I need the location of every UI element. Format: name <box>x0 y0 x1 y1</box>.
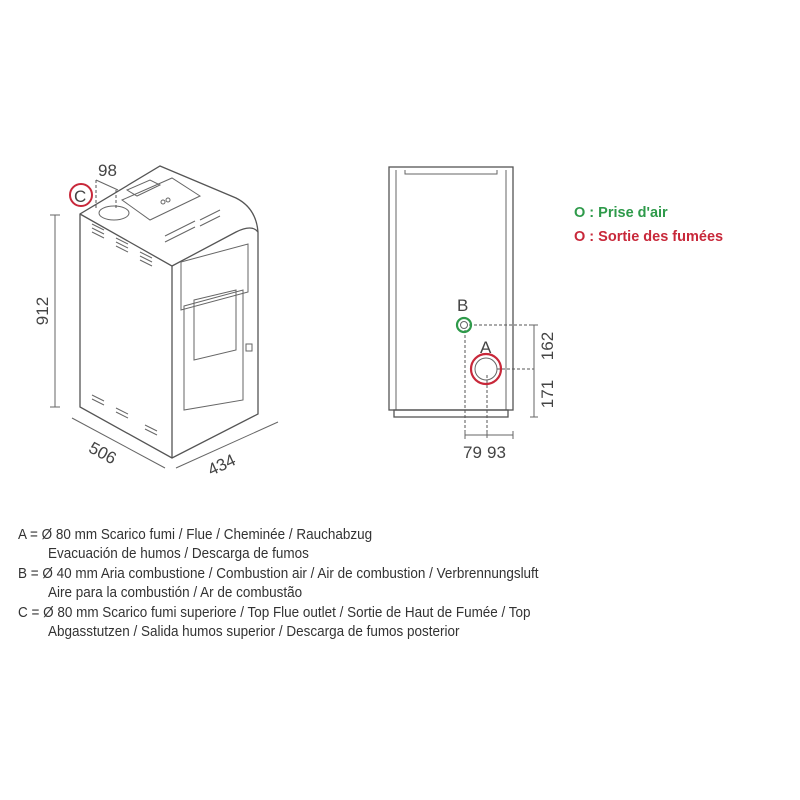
vents <box>91 209 221 436</box>
description-b: B = Ø 40 mm Aria combustione / Combustio… <box>18 566 539 582</box>
door <box>183 289 244 411</box>
air-inlet-b-label: B <box>457 296 468 315</box>
dim-height: 912 <box>33 297 52 325</box>
door-glass <box>193 289 237 361</box>
description-a-cont: Evacuación de humos / Descarga de fumos <box>48 546 309 562</box>
description-a: A = Ø 80 mm Scarico fumi / Flue / Chemin… <box>18 527 373 543</box>
flue-a-marker <box>469 352 503 386</box>
dim-top-outlet: 98 <box>98 161 117 180</box>
door-handle <box>245 343 253 352</box>
dim-width: 434 <box>205 450 239 479</box>
top-outlet-c <box>98 205 130 221</box>
dim-b-offset: 79 <box>463 443 482 462</box>
dim-b-above-a: 162 <box>538 332 557 360</box>
outlet-c-label: C <box>74 187 86 206</box>
dim-a-height: 171 <box>538 380 557 408</box>
legend-smoke-outlet: O : Sortie des fumées <box>574 229 724 245</box>
outlet-c-marker <box>69 183 93 207</box>
description-b-cont: Aire para la combustión / Ar de combustã… <box>48 585 303 601</box>
legend-air-intake: O : Prise d'air <box>574 205 668 221</box>
flue-a-label: A <box>480 338 492 357</box>
top-panel <box>120 177 202 221</box>
description-c-cont: Abgasstutzen / Salida humos superior / D… <box>48 624 460 640</box>
air-inlet-b-marker <box>455 316 473 334</box>
stove-isometric-view: 912 506 434 98 C <box>33 161 279 480</box>
dim-depth: 506 <box>86 438 120 468</box>
dim-a-offset: 93 <box>487 443 506 462</box>
description-c: C = Ø 80 mm Scarico fumi superiore / Top… <box>18 605 531 621</box>
stove-rear-view: B A 162 171 79 93 <box>388 166 557 462</box>
grille <box>180 243 249 311</box>
